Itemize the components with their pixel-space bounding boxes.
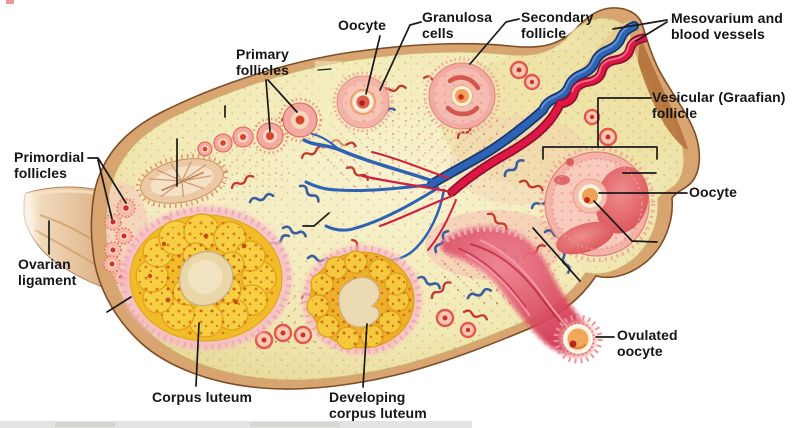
- corpus-luteum: [120, 206, 292, 350]
- label-oocyte-right: Oocyte: [689, 184, 738, 200]
- leader-granulosa-cells: [379, 21, 422, 91]
- pointer-cl-stub: [106, 296, 132, 313]
- label-oocyte-top: Oocyte: [338, 17, 387, 33]
- label-primordial-follicles: Primordial follicles: [14, 149, 85, 181]
- image-artifacts: [0, 0, 472, 428]
- label-developing-corpus-luteum: Developing corpus luteum: [329, 389, 427, 421]
- developing-corpus-luteum: [302, 245, 422, 355]
- secondary-follicle: [423, 57, 501, 135]
- oocyte-follicle: [332, 71, 394, 133]
- leader-vesicular-bracket: [542, 97, 658, 160]
- atretic-follicle: [135, 153, 229, 209]
- mesovarium-blood-vessels: [302, 21, 688, 262]
- tick-mark-2: [317, 68, 332, 71]
- ovulated-oocyte: [553, 314, 603, 364]
- pointer-medulla-arrow: [302, 212, 330, 227]
- label-secondary-follicle: Secondary follicle: [521, 9, 594, 41]
- leader-mesovarium-1: [612, 19, 668, 30]
- leader-developing-cl: [362, 323, 368, 388]
- label-corpus-luteum: Corpus luteum: [152, 389, 253, 405]
- primary-follicles: [197, 97, 323, 157]
- leader-corpus-luteum: [195, 322, 200, 387]
- label-primary-follicles: Primary follicles: [236, 46, 290, 78]
- label-ovarian-ligament: Ovarian ligament: [18, 256, 77, 288]
- artery-red: [447, 33, 649, 197]
- leader-secondary-follicle: [469, 18, 520, 65]
- leader-mesovarium-2: [635, 21, 668, 42]
- pointer-rupture: [532, 227, 581, 282]
- label-mesovarium: Mesovarium and blood vessels: [671, 10, 783, 42]
- label-ovulated-oocyte: Ovulated oocyte: [617, 327, 678, 359]
- vessel-branches: [302, 133, 457, 262]
- leader-lines: [48, 18, 688, 388]
- label-granulosa-cells: Granulosa cells: [422, 9, 493, 41]
- pointer-corona: [593, 200, 658, 243]
- leader-primary: [265, 79, 298, 132]
- leader-oocyte-top: [365, 35, 381, 95]
- small-follicles: [254, 60, 618, 350]
- vein-blue: [427, 21, 639, 189]
- leader-primordial: [87, 157, 127, 220]
- label-vesicular-follicle: Vesicular (Graafian) follicle: [652, 89, 786, 121]
